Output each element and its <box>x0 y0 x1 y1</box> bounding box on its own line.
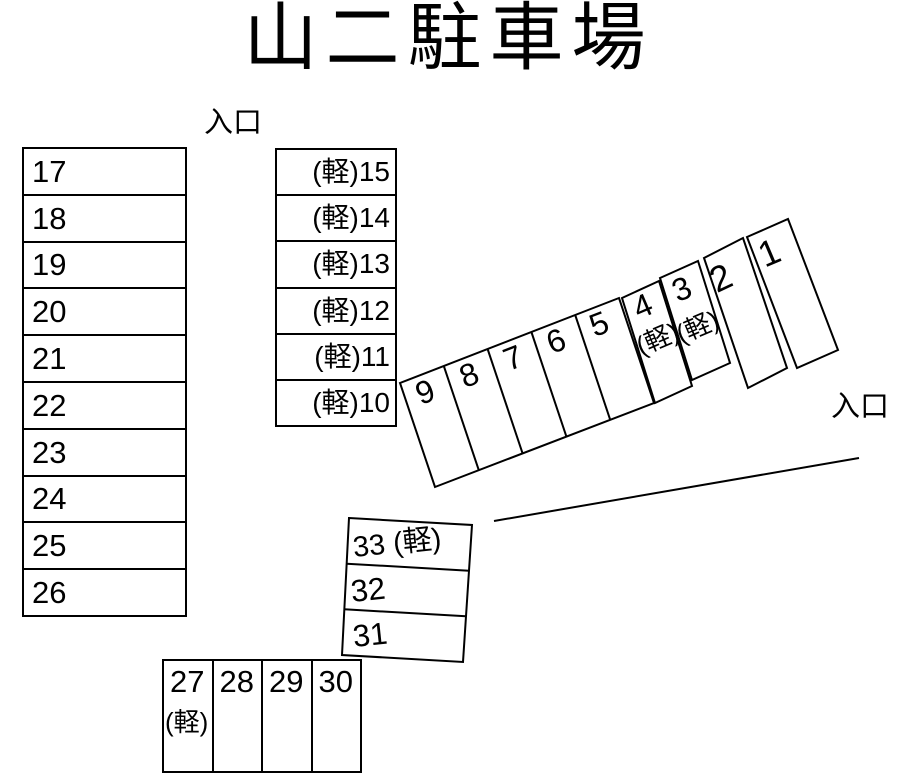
space-3-box <box>658 259 732 382</box>
space-25: 25 <box>24 521 185 568</box>
bottom-space-row: 27 (軽) 28 29 30 <box>162 659 362 773</box>
space-28-number: 28 <box>219 664 254 699</box>
divider-32-31 <box>344 608 467 618</box>
driveway-line <box>493 457 860 522</box>
kei-space-column: (軽)15 (軽)14 (軽)13 (軽)12 (軽)11 (軽)10 <box>275 148 397 427</box>
space-17: 17 <box>32 153 67 189</box>
left-space-column: 17 18 19 20 21 22 23 24 25 26 <box>22 147 187 617</box>
space-32-number: 32 <box>349 571 387 609</box>
space-24: 24 <box>24 474 185 522</box>
space-29: 29 <box>261 661 311 771</box>
space-18: 18 <box>24 193 185 241</box>
page-title: 山二駐車場 <box>243 0 654 79</box>
space-28: 28 <box>211 661 262 771</box>
space-22: 22 <box>24 380 185 428</box>
space-27-number: 27 <box>170 664 205 699</box>
space-30: 30 <box>310 661 361 771</box>
space-11-kei: (軽)11 <box>277 332 395 379</box>
space-30-number: 30 <box>318 664 353 699</box>
space-4-box <box>620 279 694 405</box>
space-29-number: 29 <box>269 664 304 699</box>
space-2-box <box>702 236 789 390</box>
space-14-kei: (軽)14 <box>277 194 395 240</box>
divider-9-8 <box>442 365 480 471</box>
diagonal-strip-9-to-5 <box>398 296 656 489</box>
space-21: 21 <box>24 334 185 381</box>
space-26: 26 <box>24 568 185 615</box>
divider-7-6 <box>530 331 568 437</box>
divider-8-7 <box>486 348 524 454</box>
divider-6-5 <box>574 314 612 421</box>
divider-33-32 <box>346 562 470 572</box>
space-20: 20 <box>24 287 185 334</box>
space-31-number: 31 <box>351 616 389 654</box>
space-12-kei: (軽)12 <box>277 286 395 333</box>
space-1-box <box>745 217 840 370</box>
space-27-kei: 27 (軽) <box>164 661 212 771</box>
space-27-kei-label: (軽) <box>165 707 209 737</box>
space-15-kei: (軽)15 <box>312 156 390 188</box>
space-19: 19 <box>24 240 185 288</box>
entrance-label-top: 入口 <box>204 107 263 139</box>
entrance-label-right: 入口 <box>831 391 890 423</box>
space-13-kei: (軽)13 <box>277 240 395 286</box>
space-10-kei: (軽)10 <box>277 378 395 425</box>
space-23: 23 <box>24 427 185 475</box>
